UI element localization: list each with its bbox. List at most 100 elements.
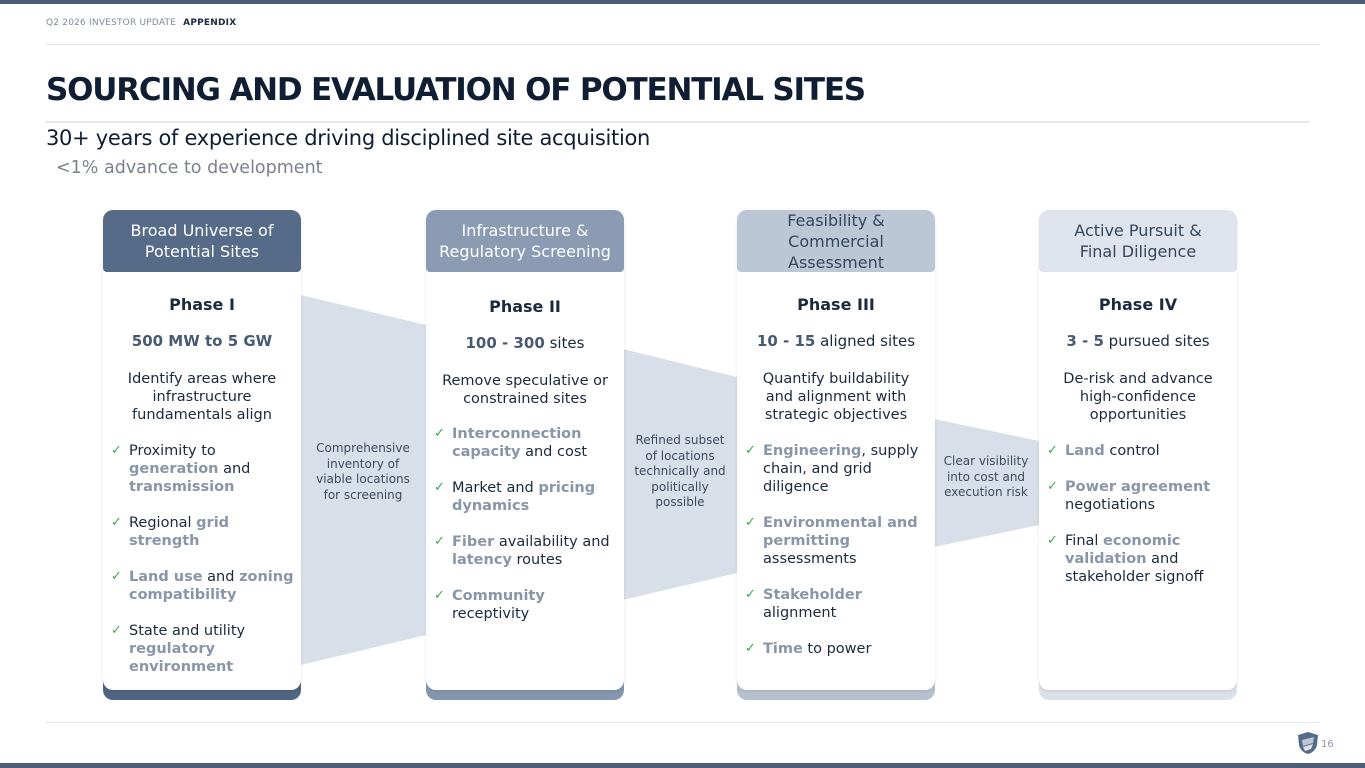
- criteria-item: ✓ Land use and zoning compatibility: [109, 568, 297, 604]
- check-icon: ✓: [745, 587, 756, 602]
- highlight-text: pricing dynamics: [452, 480, 596, 514]
- highlight-text: Power agreement: [1065, 479, 1211, 495]
- card-header: Infrastructure &Regulatory Screening: [426, 210, 624, 272]
- criteria-item: ✓ Stakeholder alignment: [743, 586, 931, 622]
- item-text: , supply chain, and grid diligence: [763, 443, 919, 495]
- page-subtitle: 30+ years of experience driving discipli…: [46, 126, 651, 150]
- highlight-text: regulatory environment: [129, 641, 234, 675]
- check-icon: ✓: [111, 515, 122, 530]
- check-icon: ✓: [1047, 479, 1058, 494]
- item-text: and cost: [520, 444, 588, 460]
- criteria-item: ✓Time to power: [743, 640, 931, 658]
- criteria-item: ✓ State and utility regulatory environmen…: [109, 622, 297, 676]
- highlight-text: generation: [129, 461, 219, 477]
- highlight-text: zoning compatibility: [129, 569, 294, 603]
- phase-metric: 500 MW to 5 GW: [131, 332, 273, 350]
- check-icon: ✓: [1047, 443, 1058, 458]
- item-text: Proximity to: [129, 443, 216, 459]
- item-text: State and utility: [129, 623, 246, 639]
- page-number: 16: [1321, 739, 1334, 750]
- check-icon: ✓: [111, 623, 122, 638]
- criteria-item: ✓ Interconnection capacity and cost: [432, 425, 620, 461]
- check-icon: ✓: [434, 426, 445, 441]
- phase-card-2: Infrastructure &Regulatory Screening Pha…: [426, 210, 624, 700]
- advance-rate-note: <1% advance to development: [56, 158, 323, 178]
- phase-metric: 10 - 15 aligned sites: [756, 332, 916, 350]
- phase-label: Phase III: [797, 295, 875, 314]
- phase-metric: 100 - 300 sites: [465, 334, 585, 352]
- highlight-text: grid strength: [129, 515, 230, 549]
- highlight-text: Interconnection capacity: [452, 426, 582, 460]
- item-text: to power: [802, 641, 872, 657]
- shield-logo-icon: [1298, 732, 1318, 754]
- criteria-list: ✓Land control✓Power agreement negotiatio…: [1045, 442, 1233, 604]
- card-header: Active Pursuit &Final Diligence: [1039, 210, 1237, 272]
- highlight-text: Fiber: [452, 534, 495, 550]
- check-icon: ✓: [111, 569, 122, 584]
- card-body: [737, 210, 935, 690]
- card-body: [103, 210, 301, 690]
- item-text: alignment: [763, 605, 837, 621]
- card-body: [426, 210, 624, 690]
- criteria-item: ✓ Engineering, supply chain, and grid dil…: [743, 442, 931, 496]
- card-body: [1039, 210, 1237, 690]
- criteria-list: ✓ Interconnection capacity and cost ✓ Marke…: [432, 425, 620, 641]
- criteria-list: ✓ Proximity to generation and transmissio…: [109, 442, 297, 694]
- item-text: availability and: [494, 534, 610, 550]
- criteria-item: ✓ Power agreement negotiations: [1045, 478, 1233, 514]
- check-icon: ✓: [434, 534, 445, 549]
- check-icon: ✓: [1047, 533, 1058, 548]
- header-divider: [46, 44, 1320, 45]
- check-icon: ✓: [434, 480, 445, 495]
- check-icon: ✓: [745, 515, 756, 530]
- funnel-segment-3: [934, 419, 1039, 547]
- check-icon: ✓: [745, 443, 756, 458]
- highlight-text: Land: [1065, 443, 1105, 459]
- phase-card-4: Active Pursuit &Final Diligence Phase IV…: [1039, 210, 1237, 700]
- criteria-item: ✓Land control: [1045, 442, 1233, 460]
- phase-label: Phase II: [489, 297, 561, 316]
- criteria-item: ✓Fiber availability and latency routes: [432, 533, 620, 569]
- item-text: and stakeholder signoff: [1065, 551, 1204, 585]
- highlight-text: Time: [763, 641, 803, 657]
- breadcrumb-report: Q2 2026 INVESTOR UPDATE: [46, 18, 177, 28]
- criteria-item: ✓ Final economic validation and stakehold…: [1045, 532, 1233, 586]
- funnel-segment-1: [301, 295, 426, 665]
- check-icon: ✓: [111, 443, 122, 458]
- funnel-segment-2: [623, 349, 737, 600]
- item-text: Market and: [452, 480, 539, 496]
- item-text: assessments: [763, 551, 857, 567]
- criteria-item: ✓Regional grid strength: [109, 514, 297, 550]
- criteria-item: ✓ Proximity to generation and transmissio…: [109, 442, 297, 496]
- highlight-text: Environmental and permitting: [763, 515, 918, 549]
- highlight-text: Stakeholder: [763, 587, 862, 603]
- item-text: negotiations: [1065, 497, 1156, 513]
- highlight-text: Community: [452, 588, 545, 604]
- highlight-text: Engineering: [763, 443, 862, 459]
- criteria-item: ✓ Environmental and permitting assessment…: [743, 514, 931, 568]
- phase-metric: 3 - 5 pursued sites: [1066, 332, 1210, 350]
- highlight-text: Land use: [129, 569, 203, 585]
- item-text: and: [218, 461, 251, 477]
- item-text: and: [202, 569, 240, 585]
- breadcrumb: Q2 2026 INVESTOR UPDATE APPENDIX: [46, 18, 236, 28]
- top-accent-bar: [0, 0, 1365, 4]
- breadcrumb-section: APPENDIX: [183, 18, 237, 28]
- criteria-list: ✓ Engineering, supply chain, and grid dil…: [743, 442, 931, 676]
- title-divider: [46, 121, 1310, 123]
- item-text: Final: [1065, 533, 1104, 549]
- highlight-text: transmission: [129, 479, 235, 495]
- highlight-text: economic validation: [1065, 533, 1181, 567]
